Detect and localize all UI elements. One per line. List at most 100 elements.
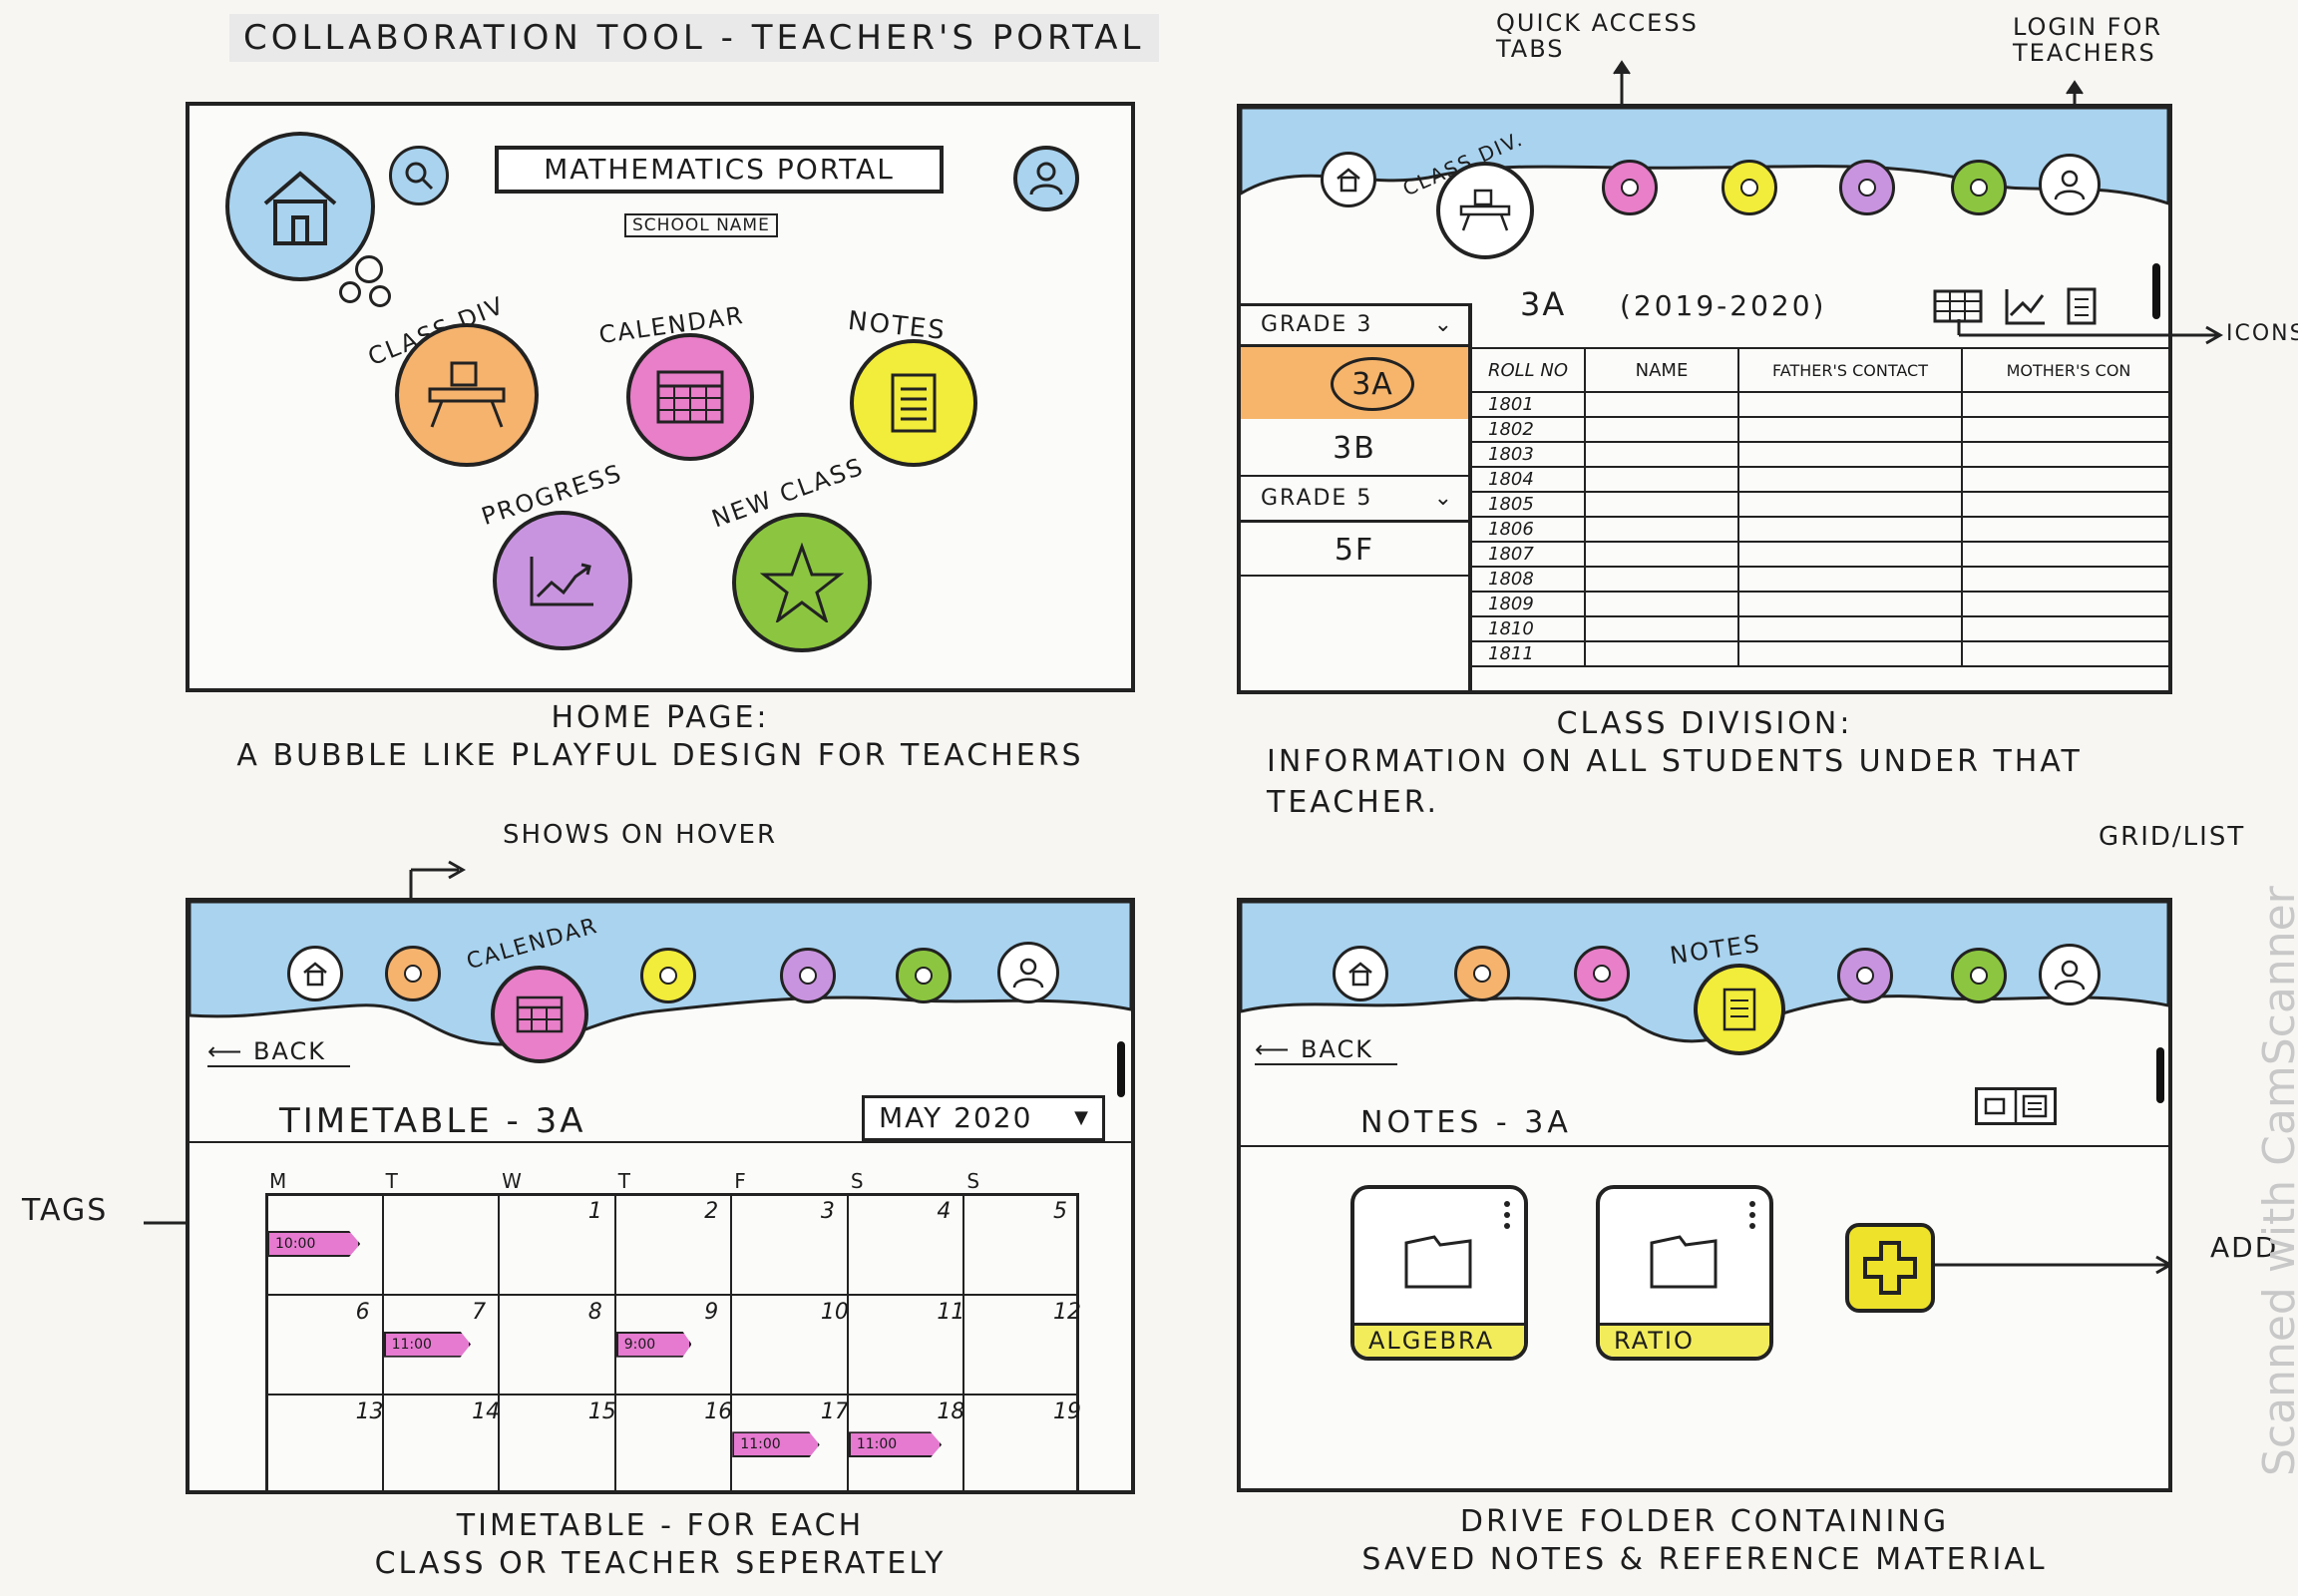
day-number[interactable]: 1 — [587, 1199, 602, 1224]
day-number[interactable]: 13 — [355, 1399, 384, 1425]
day-number[interactable]: 11 — [937, 1299, 965, 1325]
grid-list-toggle[interactable] — [1975, 1087, 2057, 1125]
notes-caption-title: DRIVE FOLDER CONTAINING — [1459, 1504, 1950, 1539]
day-number[interactable]: 10 — [820, 1299, 849, 1325]
tab-login[interactable] — [997, 942, 1059, 1003]
table-row[interactable]: 1811 — [1470, 640, 2168, 667]
table-row[interactable]: 1807 — [1470, 541, 2168, 568]
class-3a-item[interactable]: 3A — [1241, 347, 1468, 419]
tab-progress[interactable] — [1837, 948, 1893, 1003]
table-view-icon[interactable] — [1933, 289, 1983, 323]
tab-home[interactable] — [1321, 152, 1376, 207]
tab-login[interactable] — [2039, 944, 2101, 1005]
login-button[interactable] — [1013, 146, 1079, 211]
search-button[interactable] — [389, 146, 449, 205]
tab-progress[interactable] — [780, 948, 836, 1003]
tab-calendar-active[interactable] — [491, 966, 588, 1063]
grid-line — [846, 1193, 849, 1490]
back-link[interactable]: ⟵ BACK — [207, 1037, 351, 1067]
class-3b-item[interactable]: 3B — [1241, 421, 1468, 477]
day-number[interactable]: 17 — [820, 1399, 849, 1425]
tab-progress[interactable] — [1839, 160, 1895, 215]
more-options-icon[interactable] — [1504, 1201, 1510, 1234]
table-row[interactable]: 1805 — [1470, 491, 2168, 518]
scrollbar[interactable] — [1117, 1041, 1125, 1097]
tab-class-div-active[interactable] — [1436, 162, 1534, 259]
empty-cell — [1961, 491, 2168, 518]
scrollbar[interactable] — [2152, 263, 2160, 319]
month-select[interactable]: MAY 2020 ▼ — [862, 1095, 1105, 1141]
event-tag[interactable]: 10:00 — [267, 1231, 361, 1257]
class-5f-item[interactable]: 5F — [1241, 525, 1468, 577]
empty-cell — [1737, 640, 1963, 667]
table-row[interactable]: 1801 — [1470, 391, 2168, 418]
tab-notes-active[interactable] — [1694, 964, 1785, 1055]
header-wave — [1241, 108, 2168, 205]
table-row[interactable]: 1804 — [1470, 466, 2168, 493]
chart-icon[interactable] — [2005, 289, 2045, 325]
tab-notes[interactable] — [640, 948, 696, 1003]
table-row[interactable]: 1802 — [1470, 416, 2168, 443]
back-arrow-icon: ⟵ — [1255, 1035, 1302, 1063]
tab-login[interactable] — [2039, 154, 2101, 215]
roll-no-cell: 1811 — [1470, 640, 1586, 667]
day-number[interactable]: 18 — [937, 1399, 965, 1425]
folder-algebra[interactable]: ALGEBRA — [1350, 1185, 1528, 1361]
progress-bubble[interactable] — [493, 511, 632, 650]
empty-cell — [1961, 640, 2168, 667]
event-tag[interactable]: 11:00 — [848, 1431, 943, 1458]
empty-cell — [1961, 391, 2168, 418]
day-number[interactable]: 14 — [472, 1399, 501, 1425]
folder-ratio[interactable]: RATIO — [1596, 1185, 1773, 1361]
scrollbar[interactable] — [2156, 1047, 2164, 1103]
new-class-bubble[interactable] — [732, 513, 872, 652]
home-bubble[interactable] — [225, 132, 375, 281]
class-caption-title: CLASS DIVISION: — [1556, 706, 1853, 741]
tab-home[interactable] — [1333, 946, 1388, 1001]
day-number[interactable]: 19 — [1053, 1399, 1081, 1425]
day-number[interactable]: 6 — [355, 1299, 370, 1325]
weekday-label: W — [502, 1169, 524, 1193]
event-tag[interactable]: 11:00 — [383, 1331, 471, 1358]
grade-3-dropdown[interactable]: GRADE 3 ⌄ — [1241, 303, 1468, 347]
day-number[interactable]: 8 — [587, 1299, 602, 1325]
day-number[interactable]: 4 — [937, 1199, 952, 1224]
tab-new-class[interactable] — [896, 948, 952, 1003]
day-number[interactable]: 9 — [704, 1299, 719, 1325]
empty-cell — [1584, 566, 1739, 593]
tab-new-class[interactable] — [1951, 160, 2007, 215]
grade-5-dropdown[interactable]: GRADE 5 ⌄ — [1241, 479, 1468, 523]
day-number[interactable]: 12 — [1053, 1299, 1081, 1325]
icons-arrow — [1957, 319, 2224, 345]
day-number[interactable]: 2 — [704, 1199, 719, 1224]
day-number[interactable]: 3 — [820, 1199, 835, 1224]
add-folder-button[interactable] — [1845, 1223, 1935, 1313]
tab-notes[interactable] — [1722, 160, 1777, 215]
tab-home[interactable] — [287, 946, 343, 1001]
table-row[interactable]: 1808 — [1470, 566, 2168, 593]
notes-bubble[interactable] — [850, 339, 977, 467]
annotation-quick-access-tabs: QUICK ACCESS TABS — [1496, 9, 1699, 64]
back-link[interactable]: ⟵ BACK — [1255, 1035, 1398, 1065]
event-tag[interactable]: 9:00 — [615, 1331, 692, 1358]
table-row[interactable]: 1810 — [1470, 615, 2168, 642]
tab-calendar[interactable] — [1574, 946, 1630, 1001]
tab-calendar[interactable] — [1602, 160, 1658, 215]
day-number[interactable]: 16 — [704, 1399, 733, 1425]
table-row[interactable]: 1809 — [1470, 591, 2168, 617]
day-number[interactable]: 15 — [587, 1399, 616, 1425]
more-options-icon[interactable] — [1749, 1201, 1755, 1234]
event-tag[interactable]: 11:00 — [732, 1431, 820, 1458]
calendar-bubble[interactable] — [626, 333, 754, 461]
desk-icon — [1459, 189, 1511, 231]
table-row[interactable]: 1806 — [1470, 516, 2168, 543]
tab-class-div[interactable] — [385, 946, 441, 1001]
day-number[interactable]: 7 — [472, 1299, 487, 1325]
tab-new-class[interactable] — [1951, 948, 2007, 1003]
class-div-bubble[interactable] — [395, 323, 539, 467]
tab-class-div[interactable] — [1454, 946, 1510, 1001]
table-row[interactable]: 1803 — [1470, 441, 2168, 468]
day-number[interactable]: 5 — [1053, 1199, 1067, 1224]
thought-dot — [369, 285, 391, 307]
note-icon[interactable] — [2067, 287, 2097, 325]
